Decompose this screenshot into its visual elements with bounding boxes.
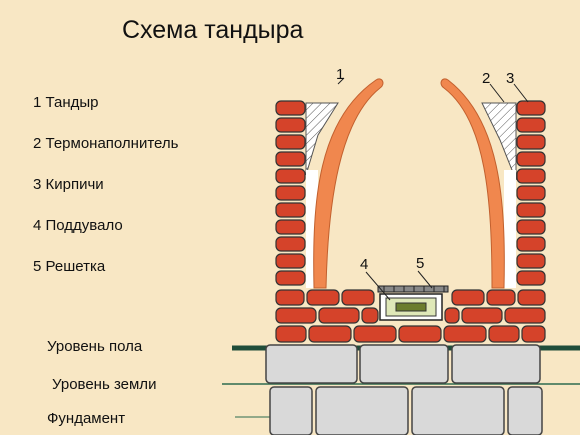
- legend-item-bricks: 3 Кирпичи: [33, 176, 104, 193]
- foundation-stones: [265, 344, 543, 435]
- callout-1: 1: [336, 66, 345, 83]
- ground-level-label: Уровень земли: [52, 376, 157, 393]
- brick-base: [275, 289, 546, 343]
- callout-line-1: [337, 77, 345, 85]
- callout-4: 4: [360, 256, 369, 273]
- legend-item-grate: 5 Решетка: [33, 258, 106, 275]
- callout-line-3: [513, 83, 529, 103]
- brick-wall-left: [275, 100, 306, 286]
- callout-5: 5: [416, 255, 425, 272]
- callout-line-5: [417, 270, 433, 289]
- grate: [377, 285, 449, 293]
- brick-wall-right: [516, 100, 546, 286]
- thermal-filler-left: [305, 102, 339, 176]
- legend-item-blower: 4 Поддувало: [33, 217, 123, 234]
- foundation-label: Фундамент: [47, 410, 126, 427]
- filler-gap-right: [504, 170, 516, 288]
- diagram-title: Схема тандыра: [122, 16, 304, 44]
- callout-3: 3: [506, 70, 515, 87]
- legend-item-tandoor: 1 Тандыр: [33, 94, 99, 111]
- callout-2: 2: [482, 70, 491, 87]
- callout-line-4: [365, 271, 391, 301]
- legend-item-filler: 2 Термонаполнитель: [33, 135, 179, 152]
- tandoor-wall-left: [313, 78, 384, 289]
- tandoor-wall-right: [440, 78, 505, 289]
- floor-level-label: Уровень пола: [47, 338, 143, 355]
- callout-line-2: [489, 83, 505, 103]
